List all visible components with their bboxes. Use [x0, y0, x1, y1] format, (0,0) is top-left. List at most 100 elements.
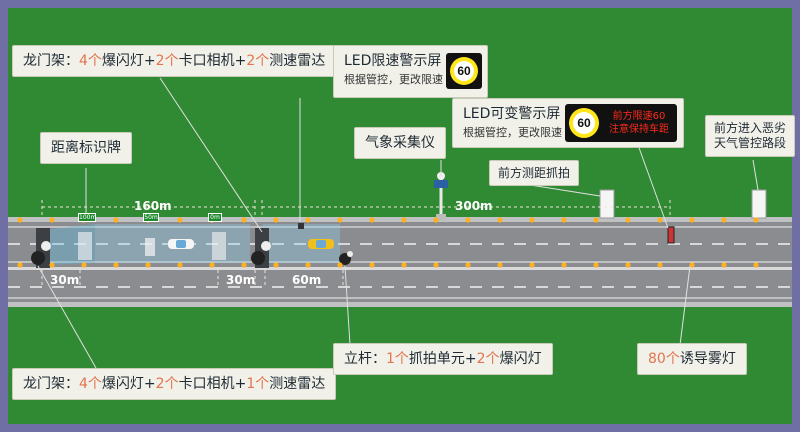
callout-front-capture: 前方测距抓拍 [489, 160, 580, 186]
variable-sign-speed: 60 [573, 112, 595, 134]
marker-50m: 50m [143, 213, 159, 222]
fog-light [721, 262, 727, 268]
fog-light [465, 262, 471, 268]
fog-light [625, 217, 631, 223]
callout-fog-lights: 80个诱导雾灯 [637, 343, 747, 375]
fog-light [657, 217, 663, 223]
gantry-bottom-label: 龙门架： [23, 376, 79, 392]
callout-gantry-bottom: 龙门架：4个爆闪灯+2个卡口相机+1个测速雷达 [12, 368, 337, 400]
fog-light [689, 262, 695, 268]
capture-pole [339, 251, 353, 265]
variable-sign-line2: 注意保持车距 [609, 124, 669, 135]
car-yellow [308, 239, 334, 249]
fog-light [497, 262, 503, 268]
marker-0m: 0m [208, 213, 222, 222]
speed-limit-value: 60 [454, 61, 474, 81]
marker-100m: 100m [78, 213, 97, 222]
guardrail-top [8, 217, 792, 222]
fog-light [689, 217, 695, 223]
pole-item-2: 爆闪灯 [499, 351, 542, 367]
gantry-top-item-1: 爆闪灯+ [101, 53, 156, 69]
gantry-bottom-count-1: 4个 [79, 376, 102, 392]
fog-light [625, 262, 631, 268]
warning-zone-sign [751, 189, 767, 219]
warning-zone-line1: 前方进入恶劣 [714, 121, 787, 135]
fog-light [81, 262, 87, 268]
fog-light [241, 262, 247, 268]
callout-distance-sign: 距离标识牌 [40, 132, 132, 164]
callout-warning-zone: 前方进入恶劣 天气管控路段 [705, 115, 796, 157]
callout-gantry-top: 龙门架：4个爆闪灯+2个卡口相机+2个测速雷达 [12, 45, 337, 77]
led-speed-subtitle: 根据管控，更改限速 [344, 73, 443, 86]
callout-weather: 气象采集仪 [354, 127, 446, 159]
median [8, 267, 792, 270]
fog-light [721, 217, 727, 223]
fog-light [113, 217, 119, 223]
fog-light [177, 217, 183, 223]
gantry-top-count-3: 2个 [246, 53, 270, 69]
fog-light [401, 262, 407, 268]
guardrail-bottom [8, 302, 792, 307]
gantry-top-count-2: 2个 [155, 53, 179, 69]
fog-light [369, 262, 375, 268]
fog-light [241, 217, 247, 223]
fog-light [305, 262, 311, 268]
leader-lines [37, 77, 759, 369]
fog-light [49, 262, 55, 268]
variable-sign-line1: 前方限速60 [612, 111, 666, 122]
fog-light [529, 262, 535, 268]
gantry-left [31, 228, 51, 268]
callout-led-speed: LED限速警示屏 根据管控，更改限速 60 [333, 45, 488, 98]
warning-zone-line2: 天气管控路段 [714, 136, 787, 150]
fog-light [177, 262, 183, 268]
gantry-bottom-count-3: 1个 [246, 376, 270, 392]
fog-light [273, 262, 279, 268]
gantry-top-count-1: 4个 [79, 53, 102, 69]
fog-light [209, 262, 215, 268]
fog-lights-item: 诱导雾灯 [679, 351, 736, 367]
fog-light [433, 217, 439, 223]
fog-lights-bottom [17, 262, 759, 268]
fog-light [561, 262, 567, 268]
fog-light [433, 262, 439, 268]
fog-light [145, 262, 151, 268]
fog-light [49, 217, 55, 223]
pole-label: 立杆： [344, 351, 386, 367]
detection-zone-3 [262, 224, 340, 263]
gantry-bottom-item-2: 卡口相机+ [178, 376, 247, 392]
distance-160m: 160m [134, 199, 172, 213]
gantry-bottom-item-1: 爆闪灯+ [101, 376, 156, 392]
variable-message-sign: 60 前方限速60 注意保持车距 [565, 104, 677, 142]
gantry-top-item-2: 卡口相机+ [178, 53, 247, 69]
speed-limit-sign: 60 [446, 53, 482, 89]
fog-light [529, 217, 535, 223]
gantry-bottom-item-3: 测速雷达 [269, 376, 326, 392]
pole-count-1: 1个 [386, 351, 409, 367]
led-variable-title: LED可变警示屏 [463, 106, 561, 122]
fog-light [465, 217, 471, 223]
fog-light [337, 217, 343, 223]
fog-light [497, 217, 503, 223]
fog-light [337, 262, 343, 268]
front-capture-sign [599, 189, 615, 219]
distance-60m: 60m [292, 273, 322, 287]
fog-light [273, 217, 279, 223]
pole-item-1: 抓拍单元+ [408, 351, 477, 367]
fog-light [657, 262, 663, 268]
gantry-top-item-3: 测速雷达 [269, 53, 326, 69]
gantry-top-label: 龙门架： [23, 53, 79, 69]
gantry-bottom-count-2: 2个 [155, 376, 179, 392]
pole-count-2: 2个 [476, 351, 500, 367]
fog-light [113, 262, 119, 268]
speed-sign-post [298, 223, 304, 229]
variable-sign-post [667, 226, 675, 244]
fog-light [593, 217, 599, 223]
speed-bump-marks [78, 232, 226, 260]
fog-light [305, 217, 311, 223]
fog-lights-count: 80个 [648, 351, 680, 367]
distance-30m-b: 30m [226, 273, 256, 287]
callout-pole: 立杆：1个抓拍单元+2个爆闪灯 [333, 343, 553, 375]
callout-led-variable: LED可变警示屏 根据管控，更改限速 60 前方限速60 注意保持车距 [452, 98, 684, 148]
dimension-lines [41, 200, 671, 288]
